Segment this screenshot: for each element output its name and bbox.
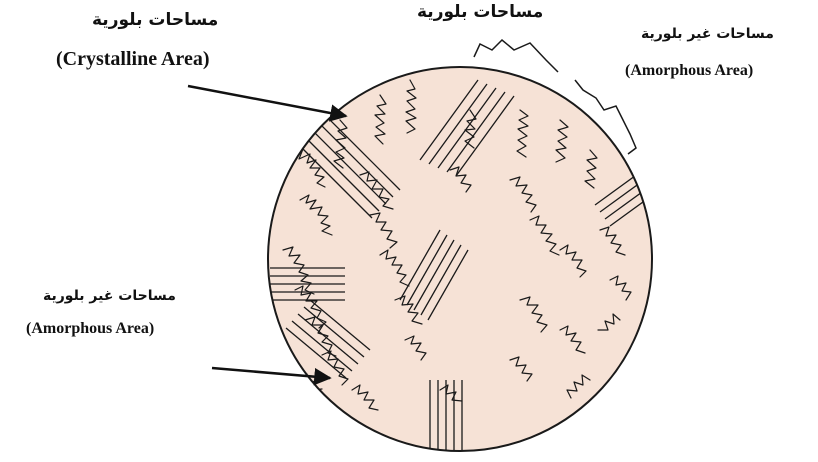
crystalline-bracket — [474, 40, 558, 72]
polymer-circle — [268, 67, 652, 451]
crystalline-arrow — [188, 86, 346, 116]
